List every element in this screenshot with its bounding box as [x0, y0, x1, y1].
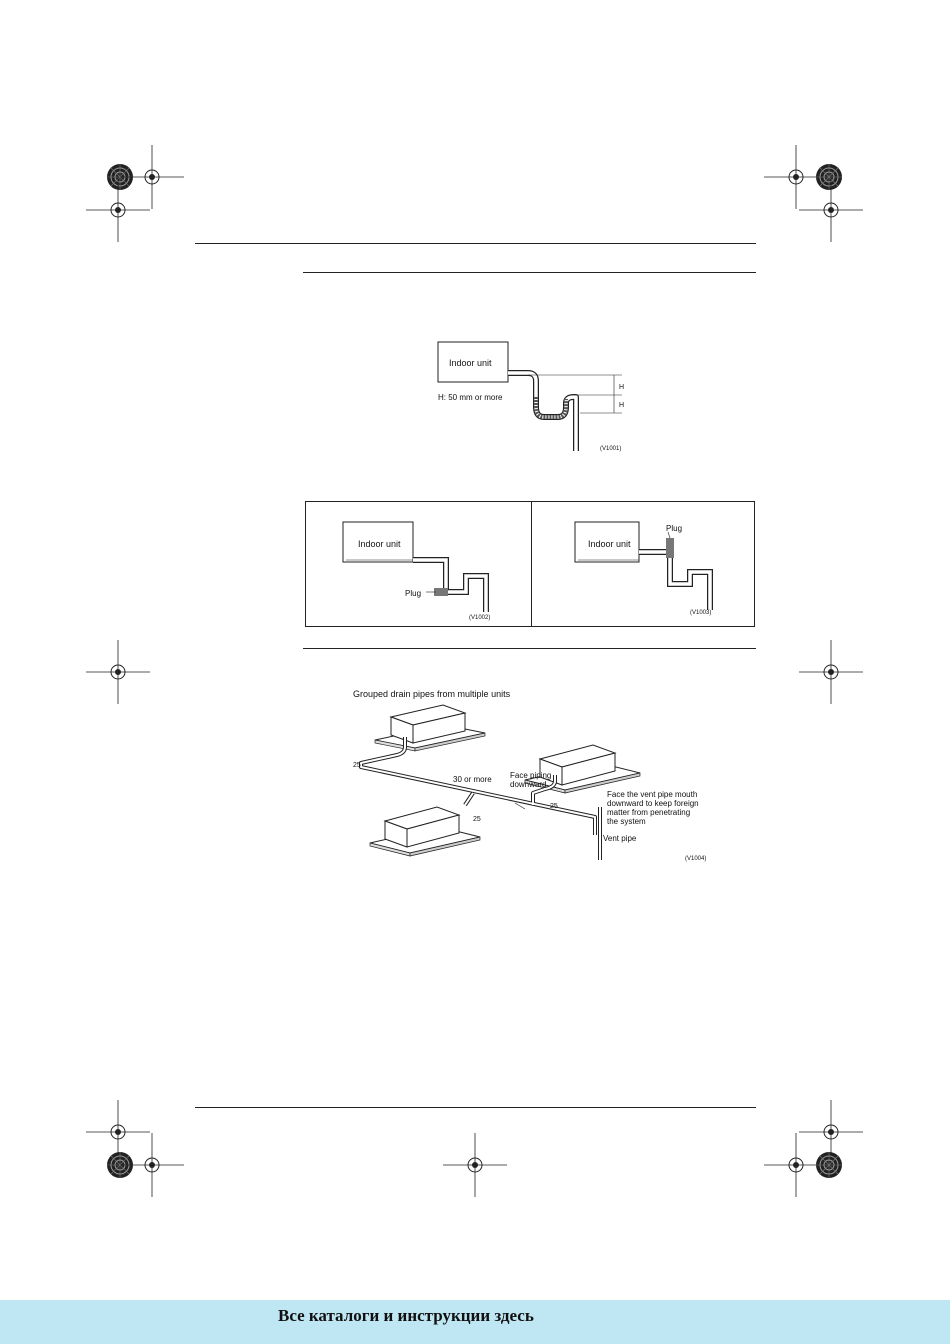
indoor-unit-box [437, 341, 509, 383]
vent-note-line2: downward to keep foreign [607, 799, 699, 808]
section-rule-2 [303, 648, 756, 649]
footer-link-text[interactable]: Все каталоги и инструкции здесь [278, 1306, 534, 1325]
drain-trap-figure: Indoor unit H H H: 50 mm or more (V1001) [437, 341, 624, 452]
figure-code: (V1001) [600, 446, 621, 452]
plug-hatch [434, 588, 448, 596]
footer-rule [195, 1107, 756, 1108]
h-label-bottom: H [619, 402, 624, 409]
header-rule [195, 243, 756, 244]
plug-hatch [666, 538, 674, 558]
face-piping-line1: Face piping [510, 771, 551, 780]
plug-label: Plug [405, 589, 421, 598]
vent-pipe-label: Vent pipe [603, 834, 637, 843]
indoor-unit-label: Indoor unit [588, 539, 631, 549]
trap-water-hatch [534, 397, 568, 419]
face-piping-line2: downward [510, 780, 546, 789]
section-rule-1 [303, 272, 756, 273]
footer-banner [0, 1300, 950, 1344]
plug-label: Plug [666, 524, 682, 533]
indoor-unit-label: Indoor unit [358, 539, 401, 549]
vent-note-line1: Face the vent pipe mouth [607, 790, 697, 799]
indoor-unit-label: Indoor unit [449, 358, 492, 368]
plug-figures-table: Indoor unit Plug (V1002) Indoor unit Plu… [305, 501, 755, 627]
vent-note-line3: matter from penetrating [607, 808, 690, 817]
dim-25-left: 25 [353, 762, 361, 769]
vent-note-line4: the system [607, 817, 646, 826]
figure-code: (V1002) [469, 615, 490, 621]
indoor-unit-box [342, 521, 414, 563]
drain-pipe [413, 557, 489, 612]
grouped-drain-figure: Grouped drain pipes from multiple units … [353, 689, 706, 862]
h-label-top: H [619, 384, 624, 391]
indoor-unit-box [574, 521, 640, 563]
dim-30-or-more: 30 or more [453, 775, 492, 784]
h-requirement-note: H: 50 mm or more [438, 393, 503, 402]
table-divider [531, 502, 532, 626]
figure-code: (V1004) [685, 856, 706, 862]
dim-25-right: 25 [473, 816, 481, 823]
plug-figure-right: Indoor unit Plug (V1003) [574, 521, 713, 616]
figure-code: (V1003) [690, 610, 711, 616]
plug-figure-left: Indoor unit Plug (V1002) [342, 521, 490, 621]
dim-25-mid: 25 [550, 803, 558, 810]
drain-pipe [639, 549, 713, 610]
figure-title: Grouped drain pipes from multiple units [353, 689, 511, 699]
